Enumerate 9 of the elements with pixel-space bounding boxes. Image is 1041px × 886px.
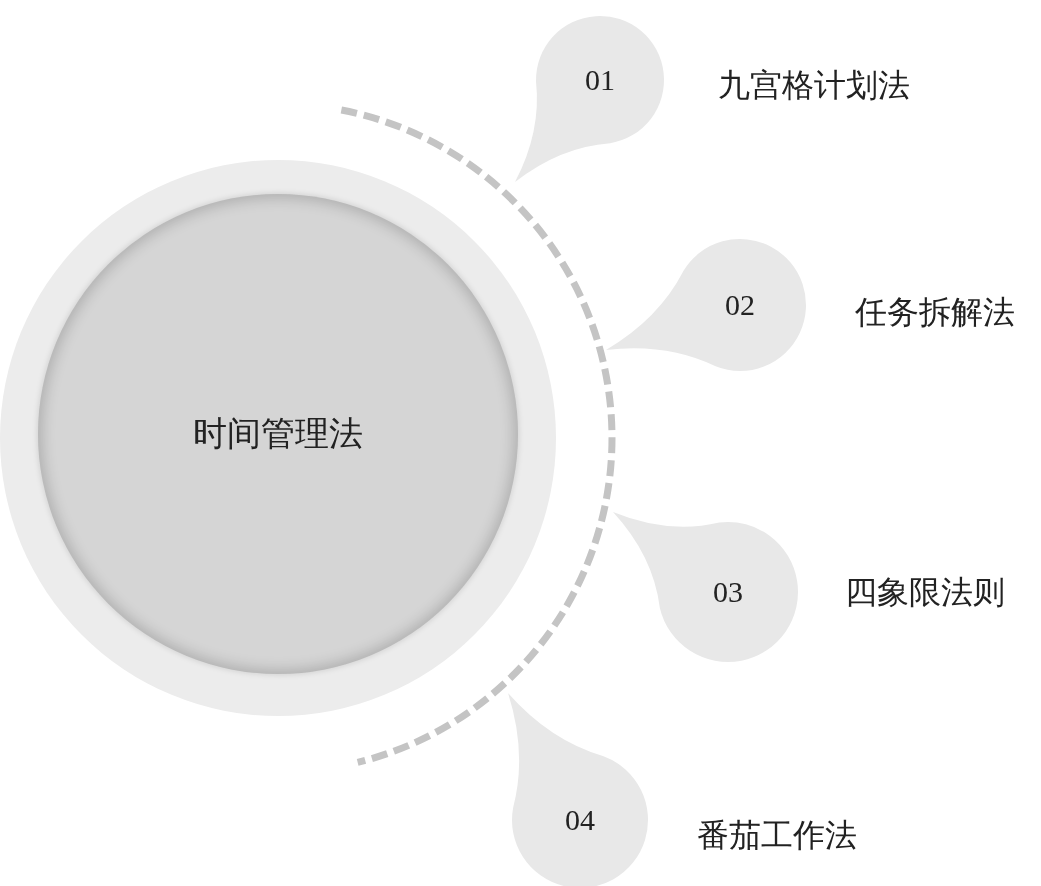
method-label: 任务拆解法 xyxy=(855,293,1015,331)
step-number: 03 xyxy=(713,575,743,609)
method-label: 四象限法则 xyxy=(845,573,1005,611)
step-number: 04 xyxy=(565,803,595,837)
method-label: 番茄工作法 xyxy=(697,816,857,854)
step-number: 02 xyxy=(725,288,755,322)
step-number: 01 xyxy=(585,63,615,97)
center-title: 时间管理法 xyxy=(193,414,363,454)
method-label: 九宫格计划法 xyxy=(718,66,910,104)
